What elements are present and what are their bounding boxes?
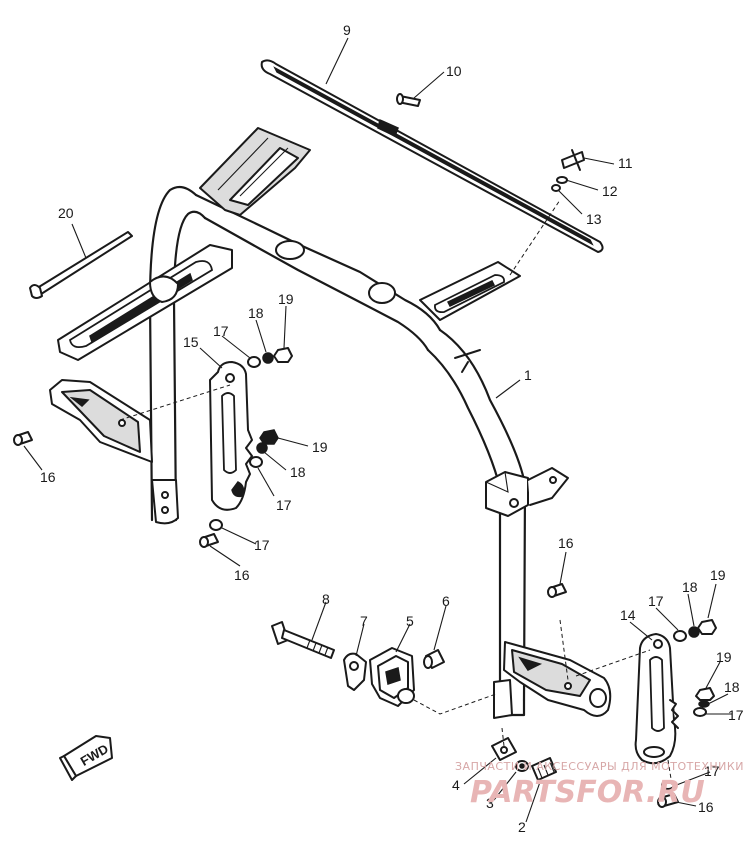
label-part-1: 1 (524, 367, 532, 383)
label-part-16: 16 (558, 535, 574, 551)
label-part-8: 8 (322, 591, 330, 607)
label-part-18: 18 (290, 464, 306, 480)
left-footrest-bracket (49, 379, 153, 463)
label-part-18: 18 (682, 579, 698, 595)
part-number-labels: 9 10 11 12 13 20 1 15 17 18 19 19 18 17 … (40, 22, 744, 835)
left-slotted-bracket (57, 244, 233, 361)
long-bar (260, 59, 604, 253)
label-part-13: 13 (586, 211, 602, 227)
watermark-logo-text: PARTSFOR.RU (470, 775, 705, 810)
rod (29, 231, 133, 299)
label-part-11: 11 (618, 155, 633, 171)
label-part-3: 3 (486, 795, 494, 811)
right-footrest-bracket (493, 641, 612, 719)
label-part-19: 19 (312, 439, 328, 455)
label-part-17: 17 (728, 707, 744, 723)
leader-lines (23, 37, 732, 823)
fasteners (13, 347, 717, 808)
label-part-18: 18 (248, 305, 264, 321)
washer (515, 760, 529, 772)
label-part-20: 20 (58, 205, 74, 221)
label-part-9: 9 (343, 22, 351, 38)
pin (396, 93, 421, 107)
bolt-washer-set-upper (551, 149, 585, 192)
long-bolt (271, 621, 335, 659)
bracket-plate (343, 652, 367, 691)
label-part-17: 17 (276, 497, 292, 513)
label-part-17: 17 (704, 763, 720, 779)
label-part-19: 19 (278, 291, 294, 307)
right-step-plate (634, 633, 679, 765)
label-part-17: 17 (254, 537, 270, 553)
label-part-12: 12 (602, 183, 618, 199)
fwd-direction-indicator: FWD (59, 735, 113, 781)
left-step-plate (209, 361, 253, 511)
right-slotted-bracket (419, 261, 521, 321)
label-part-19: 19 (710, 567, 726, 583)
threaded-pin (531, 757, 557, 781)
label-part-16: 16 (698, 799, 714, 815)
label-part-2: 2 (518, 819, 526, 835)
label-part-16: 16 (40, 469, 56, 485)
label-part-7: 7 (360, 613, 368, 629)
watermark: ЗАПЧАСТИ И АКСЕССУАРЫ ДЛЯ МОТОТЕХНИКИ PA… (455, 760, 744, 810)
label-part-18: 18 (724, 679, 740, 695)
label-part-10: 10 (446, 63, 462, 79)
label-part-16: 16 (234, 567, 250, 583)
small-plate (491, 737, 517, 761)
label-part-17: 17 (213, 323, 229, 339)
watermark-tagline: ЗАПЧАСТИ И АКСЕССУАРЫ ДЛЯ МОТОТЕХНИКИ (455, 760, 744, 773)
alignment-lines (119, 199, 673, 786)
label-part-14: 14 (620, 607, 636, 623)
label-part-5: 5 (406, 613, 414, 629)
label-part-15: 15 (183, 334, 199, 350)
label-part-4: 4 (452, 777, 460, 793)
collar (423, 649, 445, 669)
label-part-17: 17 (648, 593, 664, 609)
label-part-19: 19 (716, 649, 732, 665)
upper-tread-plate (199, 127, 311, 216)
clamp (369, 647, 415, 707)
label-part-6: 6 (442, 593, 450, 609)
